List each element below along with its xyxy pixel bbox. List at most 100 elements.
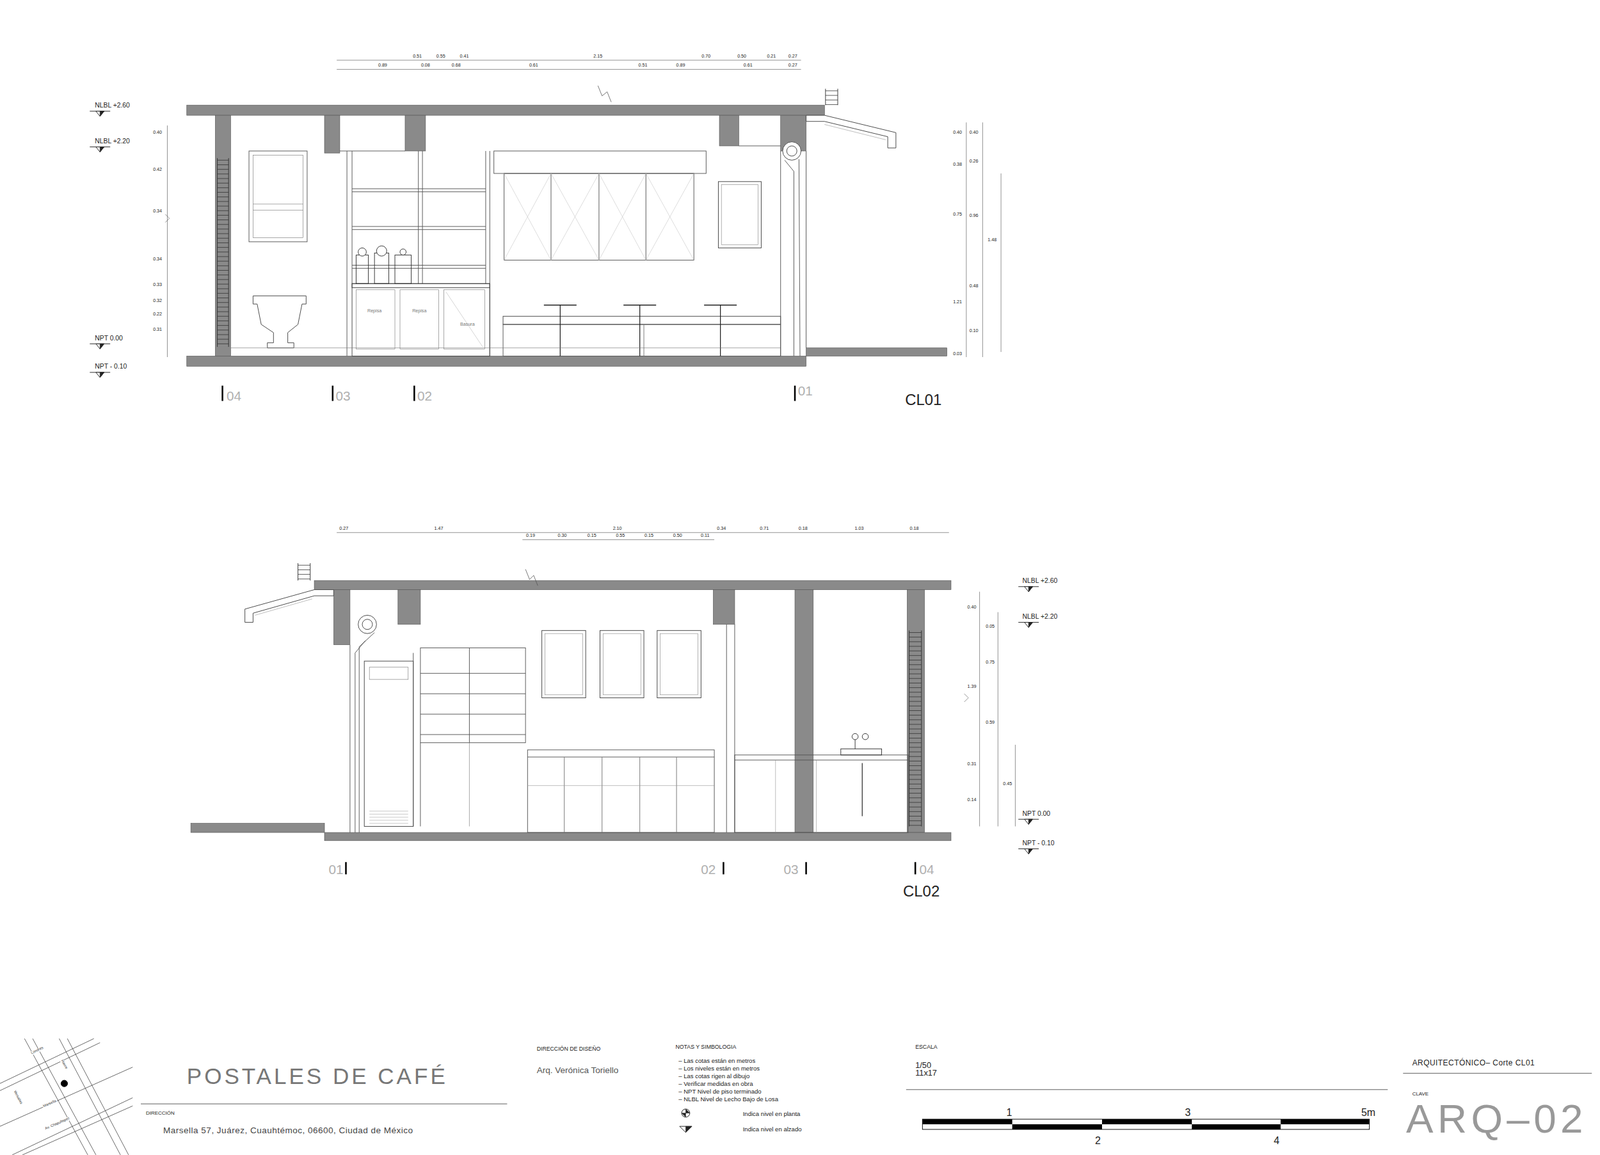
ladder-rung [909, 728, 922, 730]
ladder-rail [837, 88, 838, 106]
title-block-text: CLAVE [1412, 1091, 1430, 1097]
duct [362, 619, 373, 630]
soffit-line [339, 150, 406, 152]
dimension-value: 0.18 [798, 526, 808, 532]
ladder-rung [909, 779, 922, 781]
street [58, 1038, 121, 1155]
ladder-rung [217, 325, 230, 326]
scale-number: 5m [1361, 1107, 1376, 1119]
scale-bar [1012, 1124, 1103, 1130]
ladder-rail [216, 158, 218, 347]
concrete-section [719, 115, 739, 146]
coffee-machine [376, 245, 387, 256]
cabinet-label: Repisa [412, 309, 427, 314]
ladder-rung [909, 733, 922, 735]
concrete-section [398, 590, 421, 625]
ladder-rung [909, 760, 922, 762]
street [32, 1038, 96, 1155]
level-label: NPT 0.00 [94, 335, 123, 342]
ladder-rung [217, 238, 230, 239]
awning [255, 599, 313, 616]
duct [358, 615, 377, 634]
level-symbol [96, 147, 105, 153]
ladder-rung [217, 320, 230, 322]
ladder-rung [909, 646, 922, 648]
cabinet-label: Repisa [367, 309, 382, 314]
dimension-line [997, 612, 999, 827]
dimension-value: 0.10 [969, 328, 979, 334]
ladder-rung [909, 719, 922, 720]
note-text: – Las cotas rigen al dibujo [678, 1073, 750, 1080]
ladder-rung [909, 687, 922, 688]
concrete-section [186, 104, 825, 116]
counter [352, 283, 490, 356]
dimension-value: 0.08 [421, 63, 431, 68]
title-rule [1402, 1073, 1592, 1074]
ladder-rung [217, 251, 230, 253]
ladder-rung [909, 752, 922, 753]
dimension-value: 0.42 [152, 167, 162, 173]
ladder-rung [825, 99, 838, 101]
dimension-value: 0.27 [788, 54, 798, 59]
ladder-rung [909, 650, 922, 652]
shelf-post [346, 151, 348, 356]
level-label: NLBL +2.20 [1022, 613, 1058, 621]
dimension-value: 0.40 [952, 130, 962, 136]
ladder-rung [217, 233, 230, 235]
fridge-vent [369, 819, 409, 821]
ladder-rung [909, 664, 922, 665]
downpipe [359, 632, 375, 833]
ladder-rung [909, 784, 922, 785]
faucet [851, 733, 859, 740]
glass-mark [504, 173, 552, 261]
dimension-line [1015, 744, 1016, 827]
concrete-section [794, 590, 814, 833]
note-text: – Verificar medidas en obra [678, 1080, 753, 1088]
ladder-rung [217, 265, 230, 267]
title-block-text: 1/50 [915, 1061, 932, 1071]
dimension-line [336, 60, 801, 61]
ladder-rung [298, 569, 311, 571]
ladder-rung [217, 173, 230, 175]
ladder-rung [909, 774, 922, 776]
coffee-grinder [355, 255, 368, 285]
ladder-rung [217, 160, 230, 161]
ladder-rung [909, 655, 922, 656]
dimension-value: 0.70 [701, 54, 711, 59]
axis-tick [794, 385, 797, 402]
cabinet-joint [676, 757, 678, 833]
ladder-rail [824, 88, 826, 106]
title-block-text: Marsella 57, Juárez, Cuauhtémoc, 06600, … [163, 1126, 414, 1136]
ladder-rung [909, 641, 922, 642]
wall-line [726, 624, 728, 833]
level-label: NPT 0.00 [1022, 810, 1051, 818]
shelf-post [469, 647, 470, 743]
dimension-value: 0.03 [952, 352, 962, 357]
duct [782, 142, 802, 161]
street [67, 1038, 129, 1155]
fridge-vent [369, 810, 409, 812]
dimension-value: 0.55 [615, 533, 625, 539]
scale-number: 3 [1184, 1107, 1191, 1119]
glass-mark [551, 173, 600, 261]
ladder-rung [217, 228, 230, 230]
concrete-section [806, 348, 948, 357]
break-mark [165, 214, 169, 223]
break-mark [964, 693, 969, 703]
cabinet-door-swing [446, 291, 483, 347]
level-symbol [96, 343, 105, 349]
shelf-post [417, 151, 419, 284]
ladder-rung [909, 636, 922, 638]
dimension-value: 0.68 [451, 63, 461, 68]
shelf-post [352, 151, 353, 284]
dimension-value: 0.75 [985, 660, 995, 665]
fridge-vent [369, 817, 409, 818]
window [504, 173, 695, 261]
faucet [855, 739, 856, 749]
axis-label: 04 [919, 863, 935, 877]
picture-frame [602, 633, 641, 696]
dimension-value: 0.05 [985, 624, 995, 630]
street [0, 1042, 100, 1091]
scale-bar [1102, 1119, 1192, 1125]
ladder-rung [217, 247, 230, 248]
